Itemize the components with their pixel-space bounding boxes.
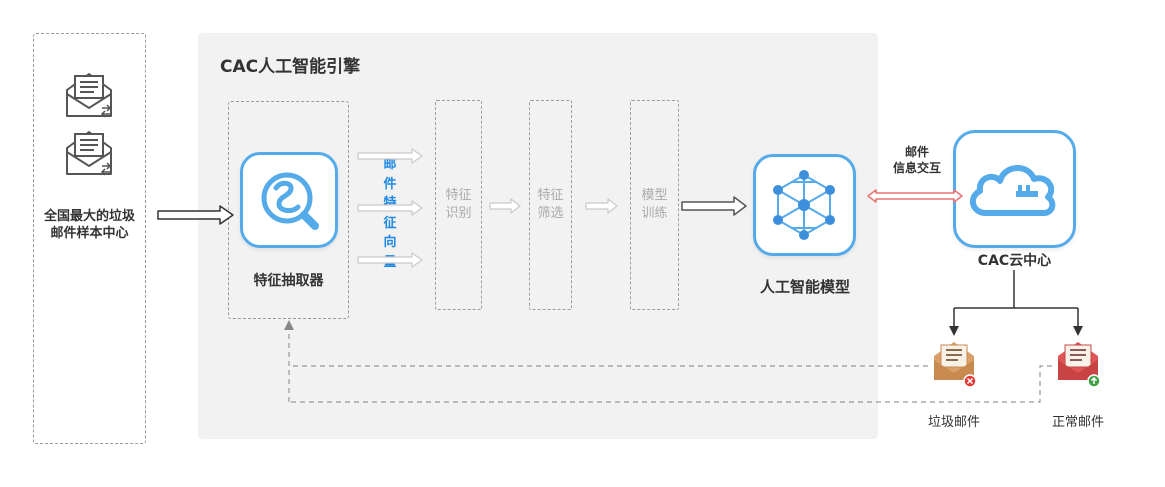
- feature-vector-char: 向: [383, 235, 397, 250]
- arrow-vector-2: [357, 200, 423, 216]
- stage-label: 特征 识别: [445, 188, 472, 221]
- search-magnifier-icon: [261, 172, 319, 230]
- arrow-stage3-to-model: [681, 196, 747, 216]
- ai-model-tile: [753, 154, 856, 256]
- feature-vector-char: 邮: [383, 157, 397, 172]
- stage-label: 模型 训练: [641, 188, 668, 221]
- cloud-label: CAC云中心: [977, 253, 1052, 269]
- arrow-stage1-to-stage2: [489, 198, 521, 214]
- arrow-sample-to-extractor: [157, 205, 234, 225]
- extractor-tile: [240, 152, 338, 248]
- exchange-arrow: [867, 189, 963, 203]
- mail-sample-icon-2: [66, 131, 112, 176]
- stage-label: 特征 筛选: [537, 188, 564, 221]
- arrow-vector-1: [357, 148, 423, 164]
- arrow-stage2-to-stage3: [585, 198, 618, 214]
- sample-center-label: 全国最大的垃圾 邮件样本中心: [33, 208, 146, 242]
- normal-mail-icon: [1058, 342, 1101, 388]
- extractor-label: 特征抽取器: [253, 273, 324, 289]
- extractor-box: [228, 101, 349, 319]
- cloud-icon: [969, 165, 1056, 216]
- stage-feature-recognition: 特征 识别: [435, 100, 482, 310]
- sample-center-label-line1: 全国最大的垃圾: [43, 209, 135, 224]
- feedback-normal-line: [289, 365, 1052, 403]
- exchange-label-line2: 信息交互: [892, 161, 941, 175]
- arrow-vector-3: [357, 252, 423, 268]
- engine-title: CAC人工智能引擎: [220, 57, 361, 77]
- exchange-label-line1: 邮件: [904, 145, 929, 159]
- neural-network-cube-icon: [773, 170, 835, 240]
- normal-mail-label: 正常邮件: [1051, 415, 1104, 430]
- feature-vector-char: 件: [383, 176, 397, 192]
- spam-mail-icon: [934, 342, 977, 388]
- stage-model-training: 模型 训练: [630, 100, 679, 310]
- exchange-label: 邮件 信息交互: [884, 144, 950, 176]
- cloud-tile: [953, 130, 1076, 248]
- feature-vector-char: 征: [383, 215, 397, 231]
- mail-sample-icon-1: [66, 73, 112, 118]
- sample-center-box: [33, 33, 146, 444]
- ai-model-label: 人工智能模型: [759, 278, 850, 296]
- spam-mail-label: 垃圾邮件: [927, 415, 980, 430]
- sample-center-label-line2: 邮件样本中心: [50, 226, 129, 241]
- stage-feature-selection: 特征 筛选: [529, 100, 572, 310]
